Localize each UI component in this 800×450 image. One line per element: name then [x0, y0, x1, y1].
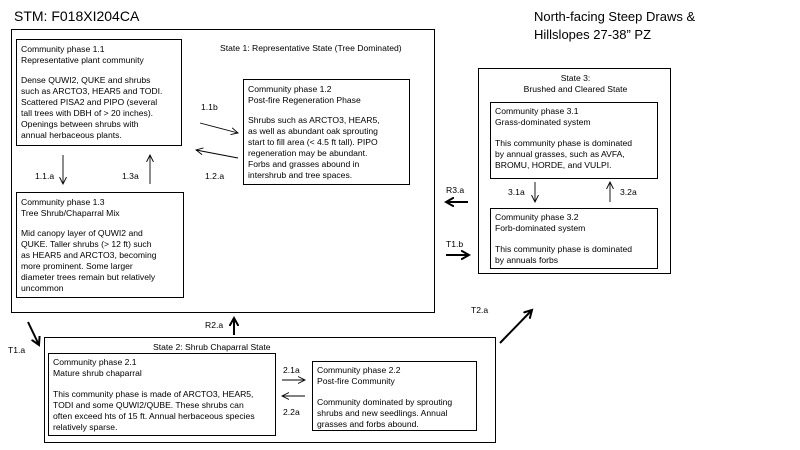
stm-title: STM: F018XI204CA	[14, 8, 140, 24]
label-1-2a: 1.2.a	[205, 171, 225, 181]
label-1-3a: 1.3a	[122, 171, 139, 181]
label-3-2a: 3.2a	[620, 187, 637, 197]
phase-2-1-title: Community phase 2.1 Mature shrub chaparr…	[53, 357, 142, 378]
phase-3-1-body: This community phase is dominated by ann…	[495, 138, 633, 170]
phase-1-3-body: Mid canopy layer of QUWI2 and QUKE. Tall…	[21, 228, 157, 293]
community-phase-2-1: Community phase 2.1 Mature shrub chaparr…	[48, 353, 276, 436]
label-1-1b: 1.1b	[201, 102, 218, 112]
label-T1a: T1.a	[8, 345, 26, 355]
label-1-1a: 1.1.a	[35, 171, 55, 181]
phase-1-2-title: Community phase 1.2 Post-fire Regenerati…	[248, 84, 361, 105]
phase-3-2-title: Community phase 3.2 Forb-dominated syste…	[495, 212, 586, 233]
community-phase-1-2: Community phase 1.2 Post-fire Regenerati…	[243, 79, 410, 185]
phase-3-1-title: Community phase 3.1 Grass-dominated syst…	[495, 106, 591, 127]
site-title: North-facing Steep Draws & Hillslopes 27…	[534, 9, 696, 42]
arrow-T1a	[27, 321, 39, 345]
label-2-1a: 2.1a	[283, 365, 300, 375]
label-T2a: T2.a	[471, 305, 489, 315]
arrow-T2a	[499, 310, 532, 344]
state-2-title: State 2: Shrub Chaparral State	[153, 342, 271, 352]
label-R3a: R3.a	[446, 185, 465, 195]
community-phase-2-2: Community phase 2.2 Post-fire Community …	[312, 361, 477, 431]
community-phase-1-3: Community phase 1.3 Tree Shrub/Chaparral…	[16, 192, 184, 298]
phase-1-2-body: Shrubs such as ARCTO3, HEAR5, as well as…	[248, 115, 380, 180]
state-3-title: State 3: Brushed and Cleared State	[523, 73, 628, 94]
phase-2-2-body: Community dominated by sprouting shrubs …	[317, 397, 453, 429]
arrow-1-2a	[196, 150, 239, 159]
phase-2-2-title: Community phase 2.2 Post-fire Community	[317, 365, 401, 386]
phase-1-1-body: Dense QUWI2, QUKE and shrubs such as ARC…	[21, 75, 163, 140]
phase-1-1-title: Community phase 1.1 Representative plant…	[21, 44, 144, 65]
arrow-1-1b	[199, 122, 238, 133]
community-phase-3-1: Community phase 3.1 Grass-dominated syst…	[490, 102, 658, 179]
community-phase-1-1: Community phase 1.1 Representative plant…	[16, 39, 182, 146]
state-1-title: State 1: Representative State (Tree Domi…	[220, 43, 402, 53]
label-T1b: T1.b	[446, 239, 464, 249]
label-2-2a: 2.2a	[283, 407, 300, 417]
label-R2a: R2.a	[205, 320, 224, 330]
phase-3-2-body: This community phase is dominated by ann…	[495, 244, 633, 265]
phase-1-3-title: Community phase 1.3 Tree Shrub/Chaparral…	[21, 197, 120, 218]
community-phase-3-2: Community phase 3.2 Forb-dominated syste…	[490, 208, 658, 269]
label-3-1a: 3.1a	[508, 187, 525, 197]
phase-2-1-body: This community phase is made of ARCTO3, …	[53, 389, 255, 432]
